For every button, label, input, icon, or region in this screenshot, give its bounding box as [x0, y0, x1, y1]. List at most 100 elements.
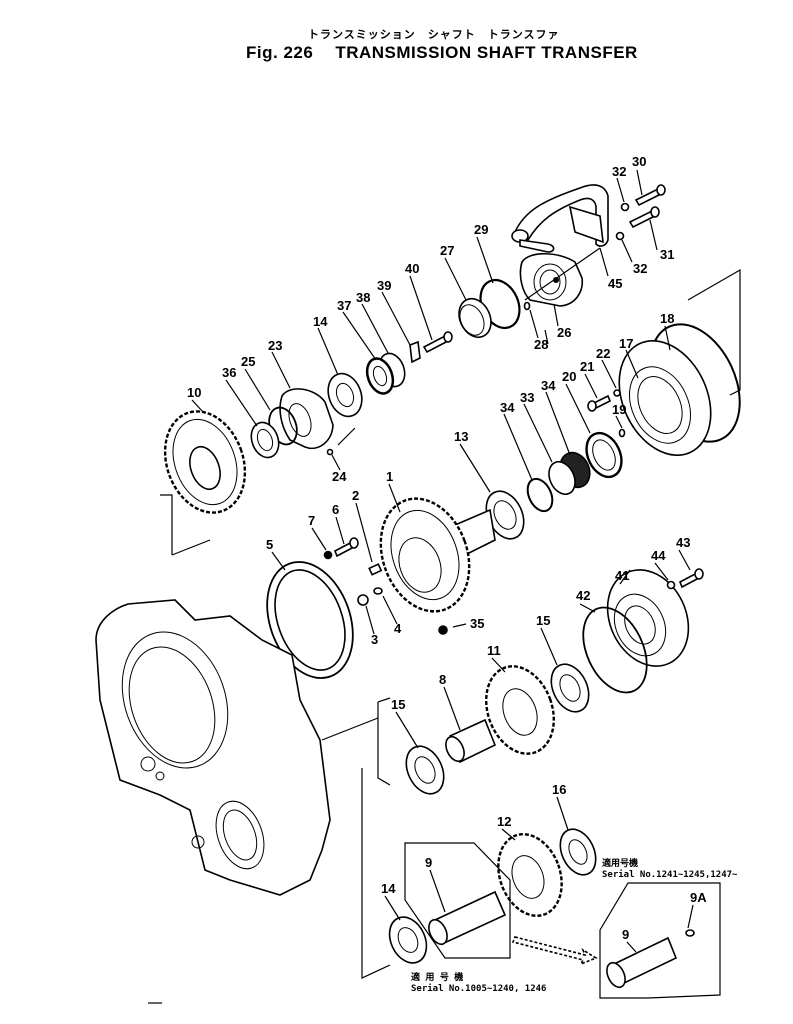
- callout-14b[interactable]: 14: [381, 881, 396, 896]
- callout-13[interactable]: 13: [454, 429, 468, 444]
- callout-23[interactable]: 23: [268, 338, 282, 353]
- washer-7[interactable]: [323, 550, 333, 560]
- callout-14[interactable]: 14: [313, 314, 328, 329]
- callout-15b[interactable]: 15: [391, 697, 405, 712]
- transmission-case[interactable]: [95, 599, 331, 896]
- callout-9a[interactable]: 9A: [690, 890, 707, 905]
- callout-21[interactable]: 21: [580, 359, 594, 374]
- bearing-15-lower[interactable]: [399, 740, 451, 800]
- bearing-14-lower[interactable]: [382, 911, 433, 969]
- callout-22[interactable]: 22: [596, 346, 610, 361]
- callout-44[interactable]: 44: [651, 548, 666, 563]
- shaft-8[interactable]: [442, 718, 497, 764]
- callout-34[interactable]: 34: [541, 378, 556, 393]
- callout-29[interactable]: 29: [474, 222, 488, 237]
- collar-27[interactable]: [453, 294, 497, 343]
- bolt-2[interactable]: [368, 563, 383, 576]
- leader-lines: [191, 169, 694, 953]
- callout-25[interactable]: 25: [241, 354, 255, 369]
- gear-12[interactable]: [487, 825, 572, 924]
- callout-20[interactable]: 20: [562, 369, 576, 384]
- gear-10[interactable]: [152, 400, 259, 524]
- plug-24[interactable]: [326, 448, 334, 456]
- callout-1[interactable]: 1: [386, 469, 393, 484]
- callout-34b[interactable]: 34: [500, 400, 515, 415]
- callout-15[interactable]: 15: [536, 613, 550, 628]
- callout-6[interactable]: 6: [332, 502, 339, 517]
- callout-9b[interactable]: 9: [622, 927, 629, 942]
- bolt-31[interactable]: [628, 206, 660, 229]
- seal-20[interactable]: [580, 427, 628, 482]
- plug-19[interactable]: [618, 428, 626, 438]
- callout-38[interactable]: 38: [356, 290, 370, 305]
- callout-45[interactable]: 45: [608, 276, 622, 291]
- o-ring-42[interactable]: [571, 597, 660, 702]
- gasket-5[interactable]: [252, 550, 368, 690]
- cover-41[interactable]: [592, 557, 703, 680]
- callout-42[interactable]: 42: [576, 588, 590, 603]
- callout-35[interactable]: 35: [470, 616, 484, 631]
- bolt-21[interactable]: [587, 394, 612, 412]
- nut-35[interactable]: [438, 625, 448, 635]
- callout-4[interactable]: 4: [394, 621, 402, 636]
- callout-10[interactable]: 10: [187, 385, 201, 400]
- callout-39[interactable]: 39: [377, 278, 391, 293]
- callout-32[interactable]: 32: [612, 164, 626, 179]
- callout-33[interactable]: 33: [520, 390, 534, 405]
- callout-41[interactable]: 41: [615, 568, 629, 583]
- callout-36[interactable]: 36: [222, 365, 236, 380]
- callout-2[interactable]: 2: [352, 488, 359, 503]
- washer-22[interactable]: [613, 389, 621, 397]
- callout-9[interactable]: 9: [425, 855, 432, 870]
- nut-3[interactable]: [357, 594, 369, 606]
- plug-4[interactable]: [373, 587, 383, 595]
- callout-27[interactable]: 27: [440, 243, 454, 258]
- callout-31[interactable]: 31: [660, 247, 674, 262]
- gear-11[interactable]: [475, 657, 566, 763]
- bolt-30[interactable]: [634, 184, 666, 207]
- callout-7[interactable]: 7: [308, 513, 315, 528]
- callout-18[interactable]: 18: [660, 311, 674, 326]
- serial-note-lower: 適 用 号 機 Serial No.1005~1240, 1246: [411, 971, 546, 994]
- pin-9a[interactable]: [685, 929, 695, 937]
- callout-19[interactable]: 19: [612, 402, 626, 417]
- callout-32b[interactable]: 32: [633, 261, 647, 276]
- callout-11[interactable]: 11: [487, 643, 501, 658]
- retainer-17[interactable]: [602, 326, 729, 470]
- bearing-15-upper[interactable]: [544, 658, 596, 718]
- sleeve-33[interactable]: [544, 448, 595, 499]
- snap-ring-34[interactable]: [523, 475, 557, 515]
- gear-1[interactable]: [366, 486, 496, 624]
- bearing-37[interactable]: [363, 355, 398, 397]
- oil-pipe-bracket[interactable]: [511, 184, 609, 253]
- callout-5[interactable]: 5: [266, 537, 273, 552]
- lock-plate-39[interactable]: [409, 340, 421, 364]
- callout-43[interactable]: 43: [676, 535, 690, 550]
- callout-12[interactable]: 12: [497, 814, 511, 829]
- seal-36[interactable]: [247, 419, 284, 462]
- callout-28[interactable]: 28: [534, 337, 548, 352]
- callout-26[interactable]: 26: [557, 325, 571, 340]
- bolt-40[interactable]: [422, 331, 453, 354]
- callout-3[interactable]: 3: [371, 632, 378, 647]
- callout-40[interactable]: 40: [405, 261, 419, 276]
- shaft-9[interactable]: [425, 890, 507, 947]
- callout-8[interactable]: 8: [439, 672, 446, 687]
- cover-26[interactable]: [519, 252, 584, 307]
- callout-16[interactable]: 16: [552, 782, 566, 797]
- bolt-6[interactable]: [333, 537, 359, 558]
- bearing-16[interactable]: [553, 823, 602, 880]
- callout-30[interactable]: 30: [632, 154, 646, 169]
- callout-17[interactable]: 17: [619, 336, 633, 351]
- group-bracket-14: [361, 768, 391, 979]
- washer-32-upper[interactable]: [620, 202, 630, 212]
- callout-37[interactable]: 37: [337, 298, 351, 313]
- bolt-43[interactable]: [678, 568, 704, 589]
- washer-32-lower[interactable]: [615, 231, 625, 241]
- shaft-9-variant[interactable]: [603, 936, 678, 990]
- plug-28[interactable]: [523, 301, 531, 311]
- callout-24[interactable]: 24: [332, 469, 347, 484]
- figure-title-english: TRANSMISSION SHAFT TRANSFER: [335, 43, 638, 62]
- cage-23[interactable]: [279, 388, 334, 449]
- washer-44[interactable]: [666, 580, 676, 590]
